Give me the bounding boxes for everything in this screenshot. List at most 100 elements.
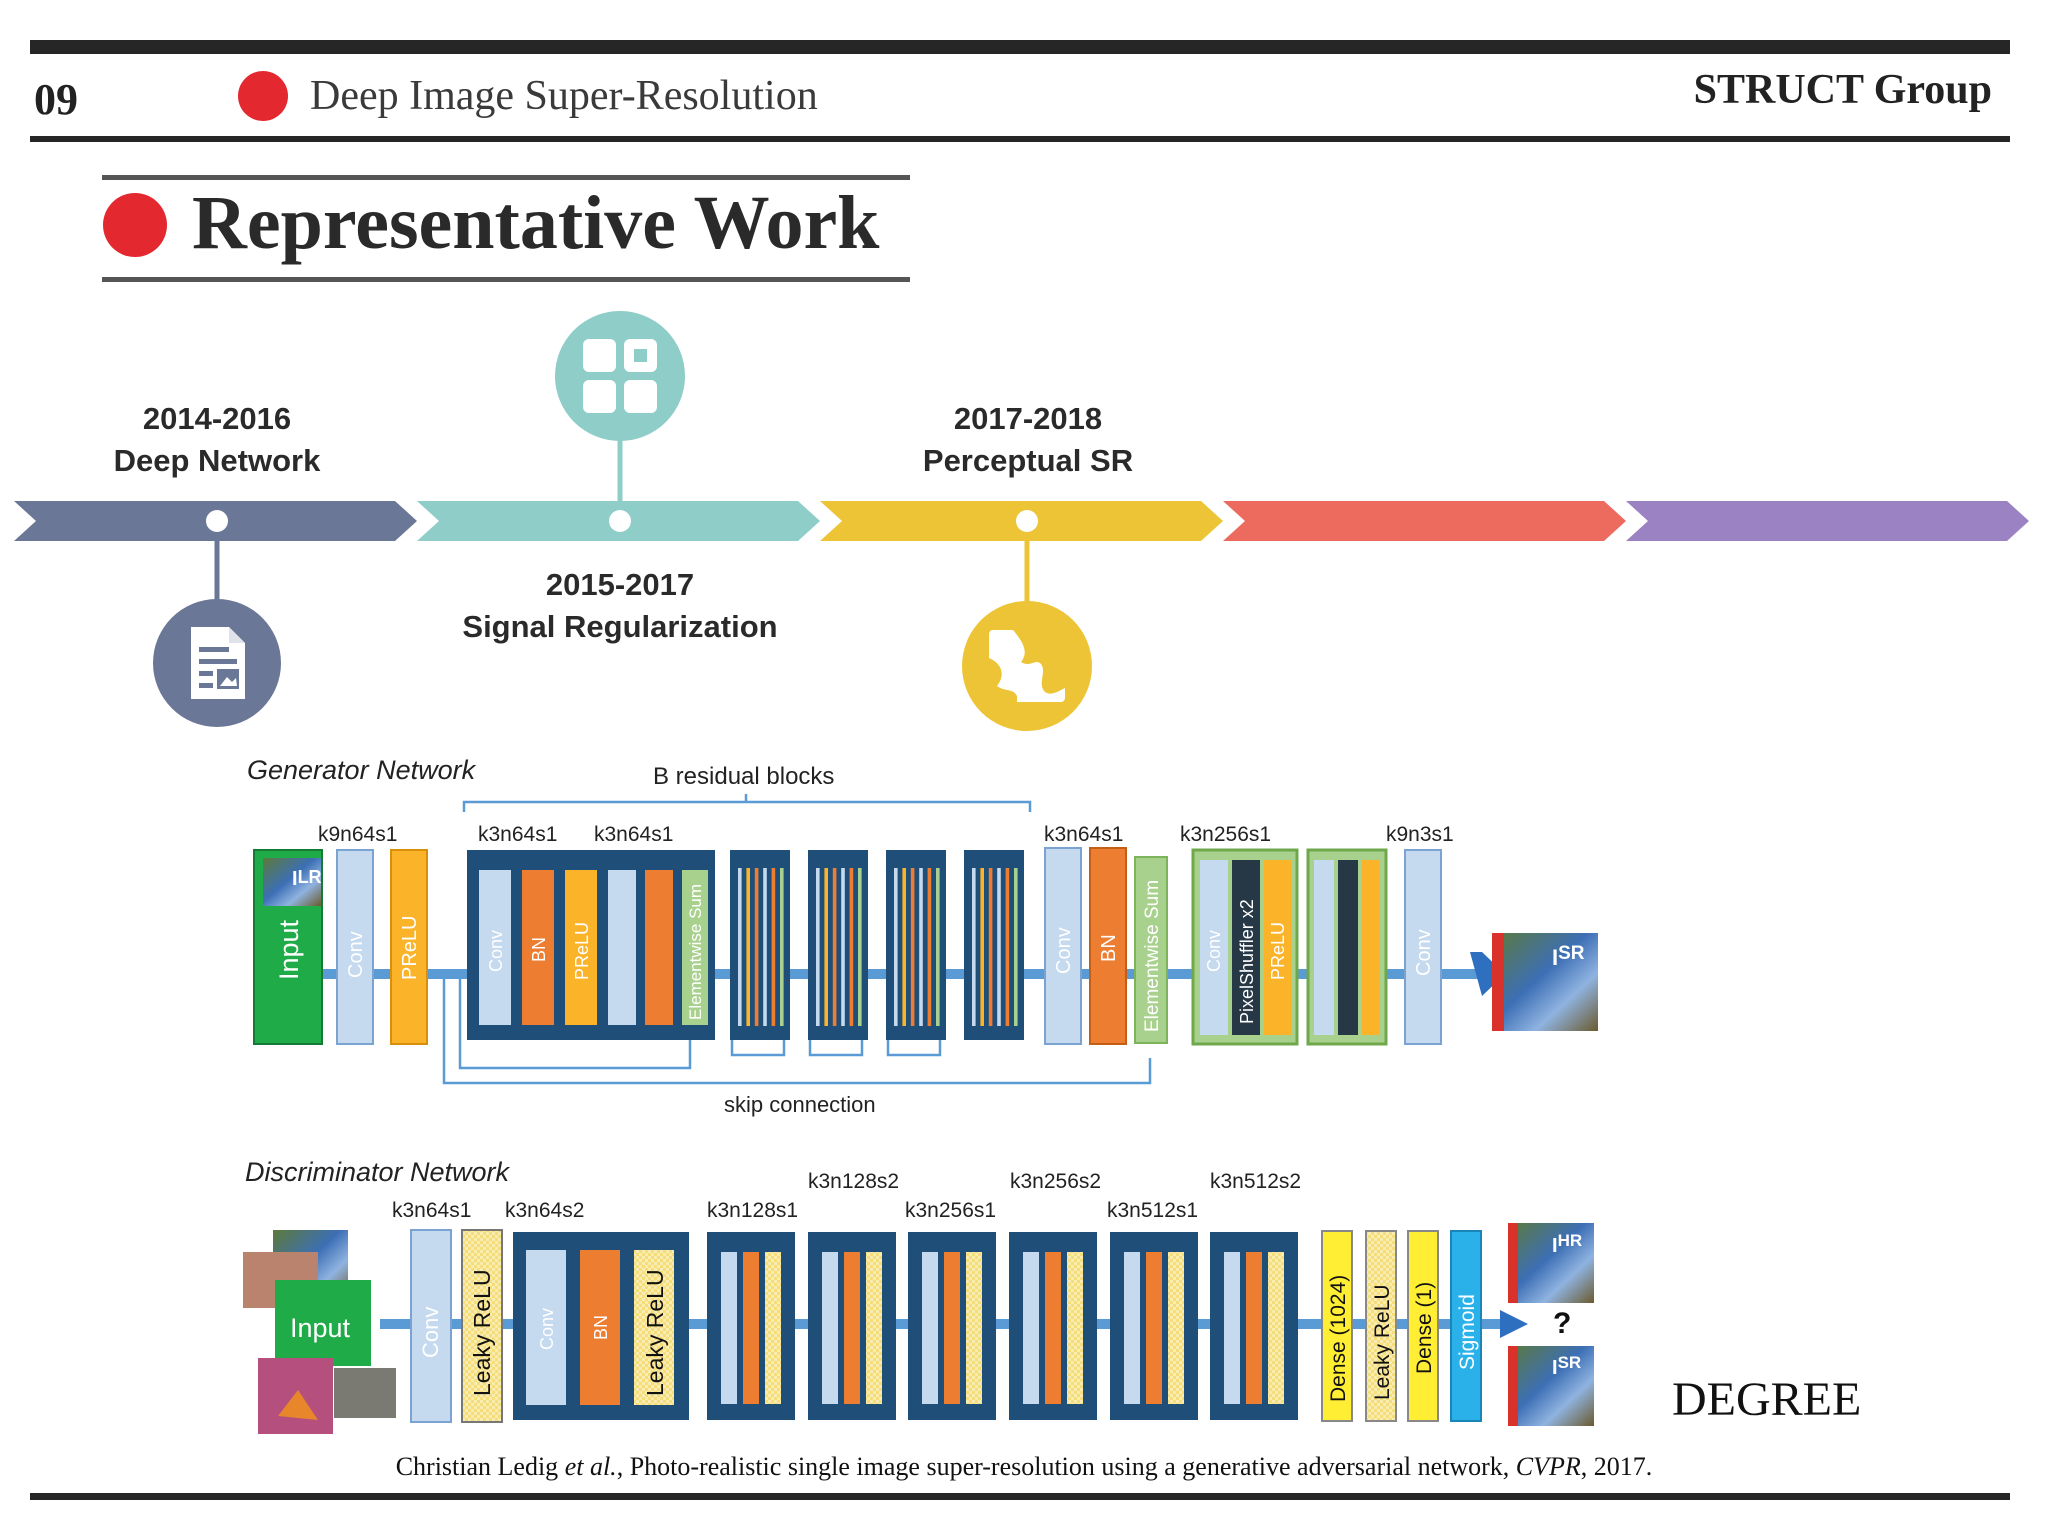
disc-block-leaky-label: Leaky ReLU: [642, 1269, 668, 1396]
disc-block-3-leaky: [866, 1252, 882, 1404]
milestone-1-name: Deep Network: [113, 443, 321, 478]
upsample-conv-label: Conv: [1204, 930, 1224, 972]
map-icon: [989, 630, 1065, 702]
milestone-1-label: 2014-2016 Deep Network: [37, 398, 397, 482]
disc-kernel-low-5: k3n512s1: [1107, 1199, 1198, 1222]
milestone-2-name: Signal Regularization: [462, 609, 778, 644]
gen-kernel-2: k3n64s1: [478, 823, 557, 846]
disc-input-image-boat: [334, 1368, 396, 1418]
residual-block-4-layer: [919, 868, 923, 1026]
residual-block-3-layer: [832, 868, 837, 1026]
disc-kernel-low-1: k3n64s1: [392, 1199, 471, 1222]
title-bullet-icon: [103, 193, 167, 257]
residual-block-4-layer: [936, 868, 940, 1026]
sr-disc-image-label: ISR: [1552, 1353, 1581, 1379]
sr-disc-image: [1508, 1346, 1594, 1426]
gen-conv-2-label: Conv: [1053, 927, 1075, 974]
disc-block-6-bn: [1146, 1252, 1162, 1404]
slide-title: Representative Work: [192, 181, 880, 265]
disc-block-6-conv: [1124, 1252, 1140, 1404]
sr-disc-image-edge: [1508, 1346, 1518, 1426]
disc-block-3-conv: [822, 1252, 838, 1404]
disc-kernel-high-3: k3n512s2: [1210, 1170, 1301, 1193]
document-icon: [191, 627, 245, 699]
timeline: [14, 311, 2029, 731]
gen-bn-2: [1089, 847, 1127, 1045]
residual-block-3-layer: [849, 868, 854, 1026]
gen-kernel-4: k3n64s1: [1044, 823, 1123, 846]
residual-block-5-layer: [988, 868, 993, 1026]
disc-block-2-leaky: [765, 1252, 781, 1404]
res-bn-b: [645, 870, 673, 1025]
timeline-segment-4: [1223, 501, 1626, 541]
citation-venue: CVPR: [1515, 1452, 1581, 1481]
generator-title: Generator Network: [247, 755, 477, 785]
gen-bn-2-label: BN: [1098, 934, 1120, 962]
residual-block-5-layer: [997, 868, 1001, 1026]
upsample-2-prelu: [1362, 860, 1380, 1035]
pixelshuffler: [1232, 860, 1260, 1035]
gen-esum-2-label: Elementwise Sum: [1142, 880, 1163, 1032]
hr-image-label: IHR: [1552, 1231, 1582, 1257]
disc-dense-1024: [1321, 1230, 1353, 1422]
res-prelu-a-label: PReLU: [572, 922, 592, 980]
disc-block-7-leaky: [1268, 1252, 1284, 1404]
disc-block-conv: [526, 1250, 566, 1405]
milestone-3-years: 2017-2018: [953, 401, 1103, 436]
upsample-conv: [1200, 860, 1228, 1035]
upsample-prelu-label: PReLU: [1268, 922, 1288, 980]
gen-input-label: Input: [274, 919, 304, 980]
residual-block-2-layer: [771, 868, 776, 1026]
disc-block-7-conv: [1224, 1252, 1240, 1404]
butterfly-shape: [278, 1390, 318, 1420]
residual-block-2-layer: [746, 868, 750, 1026]
res-conv-b: [608, 870, 636, 1025]
page-number: 09: [34, 75, 78, 124]
milestone-2-years: 2015-2017: [545, 567, 695, 602]
citation-etal: et al.: [564, 1452, 617, 1481]
gen-kernel-5: k3n256s1: [1180, 823, 1271, 846]
gen-kernel-3: k3n64s1: [594, 823, 673, 846]
disc-dense-1: [1407, 1230, 1439, 1422]
header-bottom-rule: [30, 136, 2010, 142]
gen-esum-2: [1134, 856, 1168, 1044]
disc-kernel-low-2: k3n64s2: [505, 1199, 584, 1222]
residual-block-3-layer: [858, 868, 862, 1026]
residual-block-3-layer: [841, 868, 845, 1026]
citation: Christian Ledig et al., Photo-realistic …: [0, 1452, 2048, 1482]
upsample-2-conv: [1314, 860, 1334, 1035]
gen-conv-2: [1044, 847, 1082, 1045]
section-bullet-icon: [238, 71, 288, 121]
gen-output-arrow: [1470, 952, 1505, 996]
milestone-3-name: Perceptual SR: [922, 443, 1134, 478]
disc-sigmoid-label: Sigmoid: [1456, 1294, 1479, 1370]
residual-block-5-layer: [972, 868, 976, 1026]
milestone-1-years: 2014-2016: [142, 401, 292, 436]
gen-conv-1: [336, 849, 374, 1045]
lr-image: [263, 858, 321, 906]
milestone-2-circle: [555, 311, 685, 441]
residual-block-3-layer: [816, 868, 820, 1026]
gen-kernel-6: k9n3s1: [1386, 823, 1454, 846]
header-top-rule: [30, 40, 2010, 54]
residual-block-2-layer: [738, 868, 742, 1026]
disc-block-5-conv: [1023, 1252, 1039, 1404]
skip-connection-label: skip connection: [724, 1092, 876, 1117]
res-esum: [682, 870, 708, 1025]
residual-block-4-layer: [902, 868, 906, 1026]
residual-brace: [462, 794, 1032, 812]
res-conv-a: [479, 870, 511, 1025]
disc-output-arrow: [1500, 1310, 1528, 1338]
residual-block-5-layer: [1005, 868, 1010, 1026]
discriminator-title: Discriminator Network: [245, 1157, 511, 1187]
disc-block-bn: [580, 1250, 620, 1405]
disc-block-2-bn: [743, 1252, 759, 1404]
res-bn-a: [522, 870, 554, 1025]
hr-image: [1508, 1223, 1594, 1303]
citation-title: , Photo-realistic single image super-res…: [616, 1452, 1516, 1481]
residual-block-4-layer: [894, 868, 898, 1026]
residual-blocks-label: B residual blocks: [653, 763, 834, 790]
res-bn-a-label: BN: [529, 937, 549, 962]
sr-output-image-edge: [1492, 933, 1504, 1031]
disc-kernel-high-1: k3n128s2: [808, 1170, 899, 1193]
